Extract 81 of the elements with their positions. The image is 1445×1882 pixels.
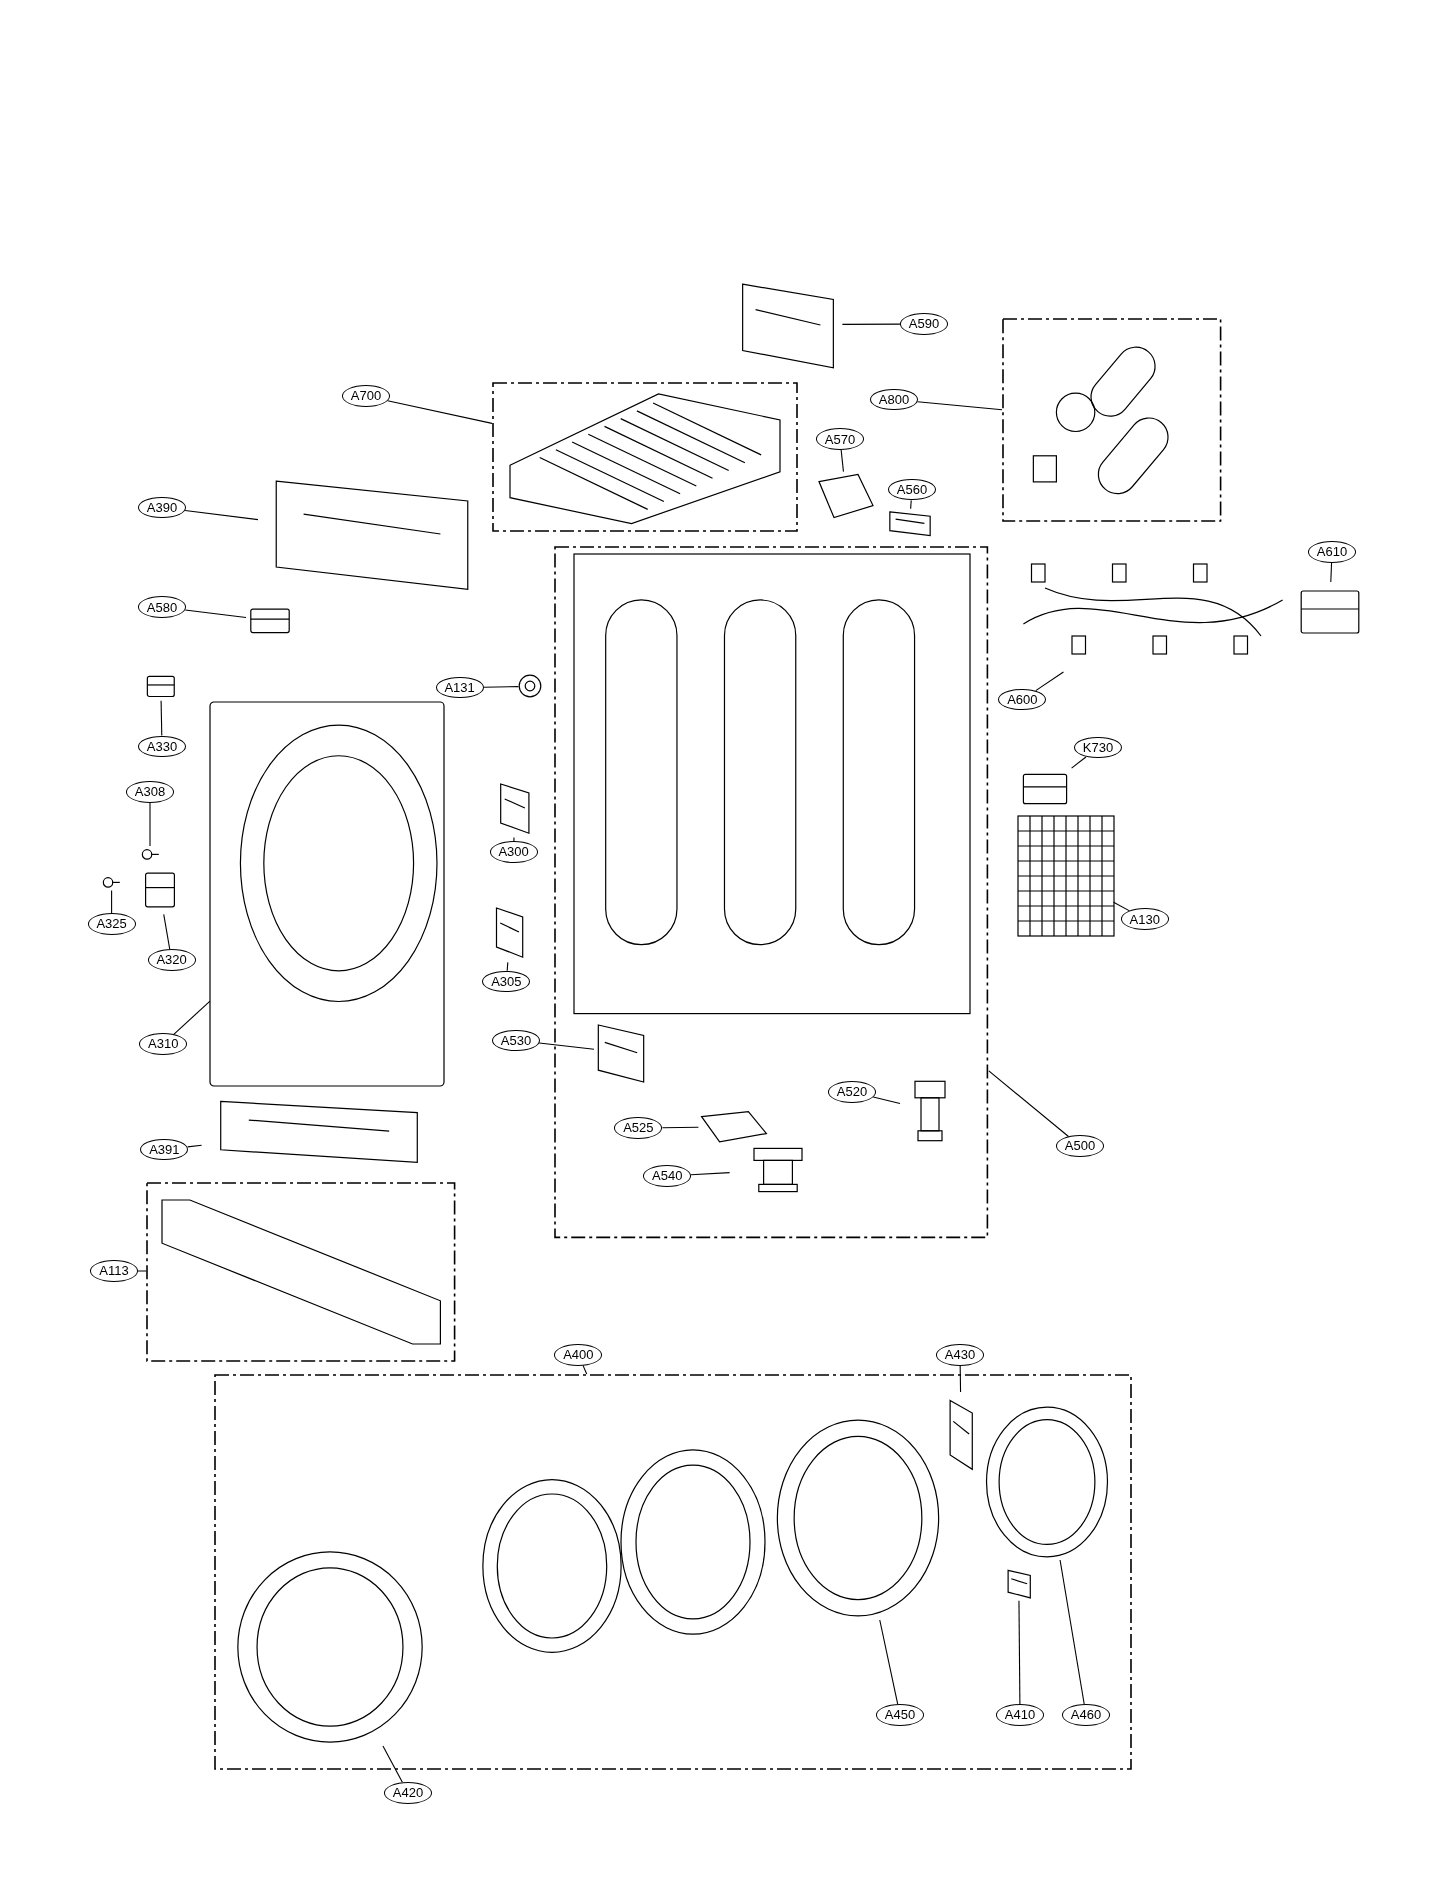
trim-panel-drawing <box>162 1200 441 1344</box>
leader-line <box>841 323 901 325</box>
leader-line <box>382 1745 403 1783</box>
callout-number: A410 <box>996 1704 1044 1726</box>
leader-line <box>879 1619 899 1705</box>
leader-line <box>483 686 519 688</box>
callout-number: A325 <box>87 913 136 935</box>
callout-number: A420 <box>384 1782 432 1804</box>
leader-line <box>163 913 171 950</box>
callout-number: A430 <box>936 1344 984 1366</box>
leader-line <box>160 700 163 737</box>
callout-number: A460 <box>1062 1704 1110 1726</box>
leader-line <box>690 1172 731 1176</box>
leader-line <box>538 1042 595 1050</box>
leader-line <box>910 499 912 510</box>
callout-number: A500 <box>1056 1135 1104 1157</box>
leader-line <box>111 889 113 914</box>
grille-drawing <box>1017 816 1114 936</box>
leader-line <box>173 1000 211 1035</box>
leader-line <box>916 401 1003 411</box>
door-ring-drawing <box>234 1548 426 1746</box>
gasket-ring-drawing <box>984 1404 1110 1560</box>
group-outline <box>492 381 798 532</box>
callout-number: A590 <box>900 313 948 335</box>
leader-line <box>1018 1600 1021 1705</box>
leader-line <box>1071 756 1087 769</box>
callout-number: A320 <box>147 949 196 971</box>
callout-number: A530 <box>492 1029 540 1052</box>
leader-line <box>840 449 844 473</box>
leader-line <box>149 802 151 847</box>
callout-number: A390 <box>138 496 186 519</box>
group-outline <box>213 1374 1132 1770</box>
leader-line <box>661 1126 699 1129</box>
callout-number: A308 <box>126 781 174 803</box>
callout-number: A570 <box>816 428 864 450</box>
callout-number: A600 <box>998 688 1047 711</box>
callout-number: A391 <box>140 1138 189 1161</box>
group-outline <box>1002 318 1222 522</box>
leader-line <box>184 609 247 618</box>
leader-line <box>872 1096 901 1104</box>
leader-line <box>387 400 493 424</box>
leader-line <box>582 1364 588 1375</box>
callout-number: A400 <box>554 1344 603 1366</box>
callout-number: A131 <box>435 676 484 699</box>
leader-line <box>1113 901 1131 912</box>
leader-line <box>1330 562 1333 583</box>
callout-number: A130 <box>1120 908 1169 930</box>
cap-drawing <box>518 674 543 699</box>
leader-line <box>959 1365 962 1393</box>
callout-number: A560 <box>888 478 936 501</box>
leader-line <box>1035 671 1064 692</box>
leader-line <box>187 1144 203 1148</box>
group-outline <box>554 546 989 1239</box>
door-ring-drawing <box>774 1416 942 1620</box>
callout-number: A305 <box>482 970 531 993</box>
tray-drawing <box>510 393 780 524</box>
front-panel-drawing <box>210 702 444 1086</box>
hook-drawing <box>1005 1567 1032 1601</box>
cabinet-drawing <box>573 554 970 1014</box>
callout-number: A310 <box>139 1033 188 1055</box>
leader-line <box>506 961 509 972</box>
callout-number: A800 <box>870 388 918 411</box>
screw-drawing <box>141 846 159 863</box>
callout-number: A540 <box>643 1165 692 1187</box>
callout-number: A300 <box>489 841 538 863</box>
callout-number: K730 <box>1074 736 1122 759</box>
callout-number: A450 <box>876 1704 924 1726</box>
leader-line <box>988 1070 1070 1138</box>
leader-line <box>513 837 515 842</box>
callout-number: A330 <box>138 735 186 758</box>
plate-drawing <box>816 471 876 520</box>
leader-line <box>1059 1559 1085 1705</box>
callout-number: A610 <box>1308 541 1356 563</box>
callout-number: A700 <box>342 385 390 407</box>
callout-number: A580 <box>138 596 186 618</box>
leader-line <box>184 509 259 521</box>
group-outline <box>146 1182 456 1362</box>
callout-number: A113 <box>90 1260 138 1282</box>
leader-line <box>137 1270 147 1272</box>
callout-number: A520 <box>828 1081 876 1103</box>
callout-number: A525 <box>614 1117 663 1139</box>
